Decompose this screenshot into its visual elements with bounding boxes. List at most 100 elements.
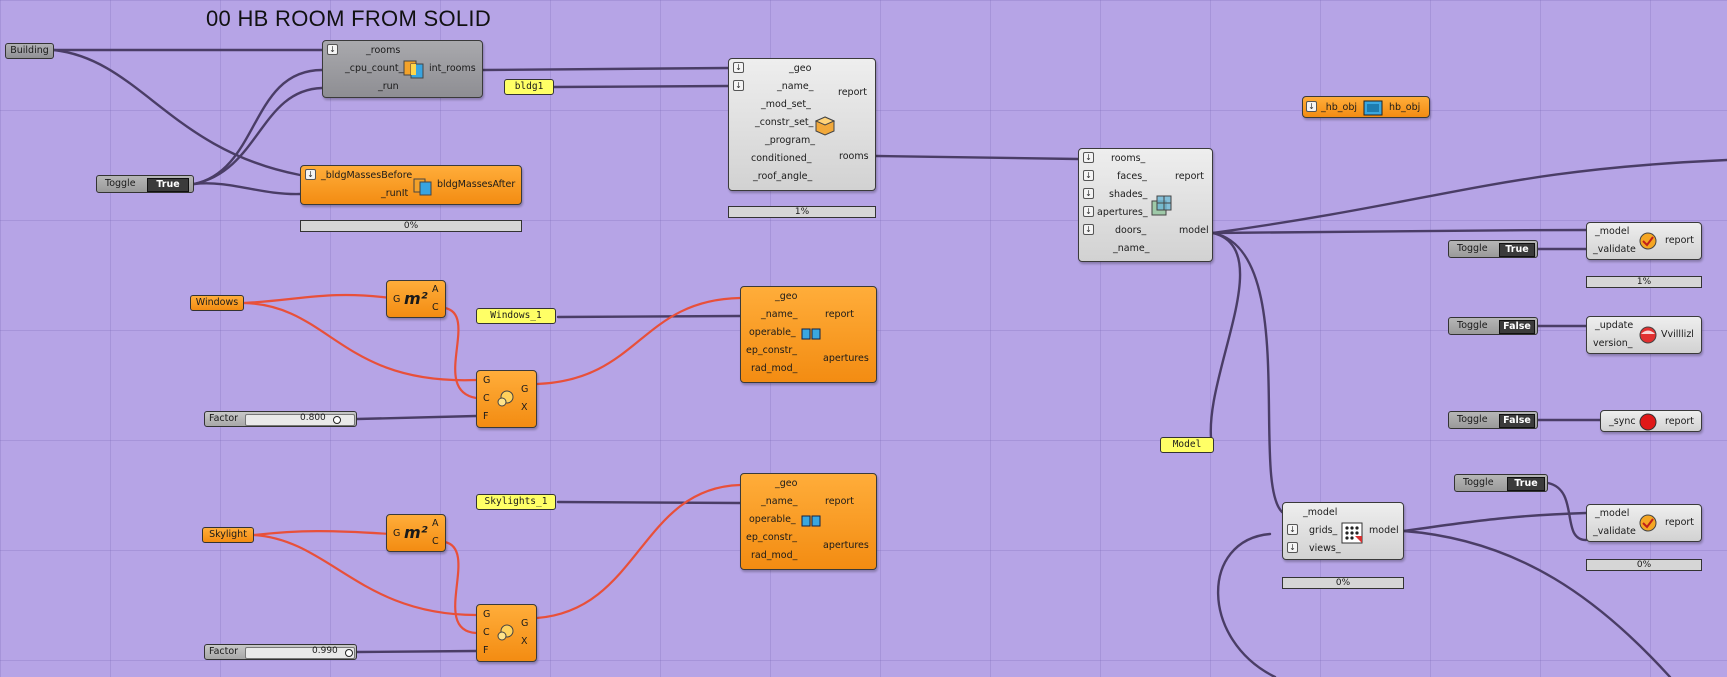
output-int-rooms[interactable]: int_rooms [429,63,476,74]
toggle-value[interactable]: False [1499,414,1535,428]
input-run[interactable]: _run [378,81,399,92]
intersect-rooms-component[interactable]: ↓ _rooms _cpu_count_ _run int_rooms [322,40,483,98]
input-rad-mod[interactable]: rad_mod_ [751,363,798,374]
add-grids-component[interactable]: _model ↓ ↓ grids_ views_ model [1282,502,1404,560]
name-panel[interactable]: Windows_1 [476,308,556,324]
factor-slider[interactable]: Factor 0.800 [204,411,357,427]
slider-grip[interactable] [345,649,353,657]
input-geometry[interactable]: G [393,294,401,305]
input-doors[interactable]: doors_ [1115,225,1147,236]
input-center[interactable]: C [483,627,490,638]
scale-component[interactable]: G C F G X [476,370,537,428]
output-report[interactable]: report [825,309,855,320]
validate-model-component[interactable]: _model _validate report [1586,504,1702,542]
toggle-validate[interactable]: Toggle True [1448,240,1538,258]
model-component[interactable]: ↓ ↓ ↓ ↓ ↓ rooms_ faces_ shades_ aperture… [1078,148,1213,262]
input-name[interactable]: _name_ [761,496,798,507]
output-report[interactable]: report [1665,416,1695,427]
input-ep-constr[interactable]: ep_constr_ [746,345,798,356]
hb-obj-component[interactable]: ↓ _hb_obj hb_obj [1302,96,1430,118]
input-run-it[interactable]: _runIt [381,188,409,199]
validate-model-component[interactable]: _model _validate report [1586,222,1702,260]
output-area[interactable]: A [432,284,439,295]
graft-arrow-icon[interactable]: ↓ [1083,170,1094,181]
output-model[interactable]: model [1179,225,1209,236]
input-grids[interactable]: grids_ [1309,525,1338,536]
input-hb-obj[interactable]: _hb_obj [1321,102,1358,113]
input-geo[interactable]: _geo [789,63,812,74]
slider-track[interactable]: 0.990 [245,646,355,659]
toggle-sync[interactable]: Toggle False [1448,411,1538,429]
input-name[interactable]: _name_ [777,81,814,92]
input-geo[interactable]: _geo [775,478,798,489]
scale-component[interactable]: G C F G X [476,604,537,662]
graft-arrow-icon[interactable]: ↓ [1083,188,1094,199]
output-transform[interactable]: X [521,402,528,413]
bldg-masses-component[interactable]: ↓ _bldgMassesBefore _runIt bldgMassesAft… [300,165,522,205]
graft-arrow-icon[interactable]: ↓ [1083,206,1094,217]
input-conditioned[interactable]: conditioned_ [751,153,812,164]
output-vvilllizl[interactable]: Vvilllizl [1661,329,1694,340]
input-rooms[interactable]: _rooms [366,45,401,56]
toggle-validate[interactable]: Toggle True [1454,474,1548,492]
name-panel[interactable]: Model [1160,437,1214,453]
input-roof-angle[interactable]: _roof_angle_ [753,171,813,182]
input-ep-constr[interactable]: ep_constr_ [746,532,798,543]
skylight-param[interactable]: Skylight [202,527,254,543]
input-factor[interactable]: F [483,645,489,656]
output-area[interactable]: A [432,518,439,529]
output-report[interactable]: report [1665,517,1695,528]
output-centroid[interactable]: C [432,302,439,313]
input-center[interactable]: C [483,393,490,404]
graft-arrow-icon[interactable]: ↓ [327,44,338,55]
input-operable[interactable]: operable_ [749,327,796,338]
building-param[interactable]: Building [5,43,54,59]
toggle-value[interactable]: True [1507,477,1545,491]
input-name[interactable]: _name_ [761,309,798,320]
input-sync[interactable]: _sync [1609,416,1636,427]
name-panel[interactable]: bldg1 [504,79,554,95]
input-version[interactable]: version_ [1593,338,1633,349]
output-geometry[interactable]: G [521,384,529,395]
output-geometry[interactable]: G [521,618,529,629]
graft-arrow-icon[interactable]: ↓ [1083,152,1094,163]
input-model[interactable]: _model [1595,508,1630,519]
toggle-run[interactable]: Toggle True [96,175,194,193]
graft-arrow-icon[interactable]: ↓ [1287,542,1298,553]
factor-slider[interactable]: Factor 0.990 [204,644,357,660]
windows-param[interactable]: Windows [190,295,244,311]
output-apertures[interactable]: apertures [823,353,869,364]
room-from-solid-component[interactable]: ↓ ↓ _geo _name_ _mod_set_ _constr_set_ _… [728,58,876,191]
input-rad-mod[interactable]: rad_mod_ [751,550,798,561]
output-rooms[interactable]: rooms [839,151,869,162]
toggle-value[interactable]: True [1499,243,1535,257]
graft-arrow-icon[interactable]: ↓ [1306,101,1317,112]
input-views[interactable]: views_ [1309,543,1341,554]
input-operable[interactable]: operable_ [749,514,796,525]
slider-grip[interactable] [333,416,341,424]
input-validate[interactable]: _validate [1593,526,1636,537]
input-model[interactable]: _model [1595,226,1630,237]
slider-track[interactable]: 0.800 [245,413,355,426]
input-name[interactable]: _name_ [1113,243,1150,254]
graft-arrow-icon[interactable]: ↓ [305,169,316,180]
input-mod-set[interactable]: _mod_set_ [761,99,811,110]
input-faces[interactable]: faces_ [1117,171,1147,182]
output-model[interactable]: model [1369,525,1399,536]
input-update[interactable]: _update [1595,320,1634,331]
output-transform[interactable]: X [521,636,528,647]
output-apertures[interactable]: apertures [823,540,869,551]
output-bldg-masses-after[interactable]: bldgMassesAfter [437,179,516,190]
aperture-component[interactable]: _geo _name_ operable_ ep_constr_ rad_mod… [740,286,877,383]
graft-arrow-icon[interactable]: ↓ [733,80,744,91]
input-validate[interactable]: _validate [1593,244,1636,255]
input-program[interactable]: _program_ [765,135,816,146]
output-report[interactable]: report [825,496,855,507]
output-report[interactable]: report [1665,235,1695,246]
input-factor[interactable]: F [483,411,489,422]
toggle-value[interactable]: True [147,178,189,192]
graft-arrow-icon[interactable]: ↓ [733,62,744,73]
input-geometry[interactable]: G [393,528,401,539]
output-centroid[interactable]: C [432,536,439,547]
input-shades[interactable]: shades_ [1109,189,1148,200]
